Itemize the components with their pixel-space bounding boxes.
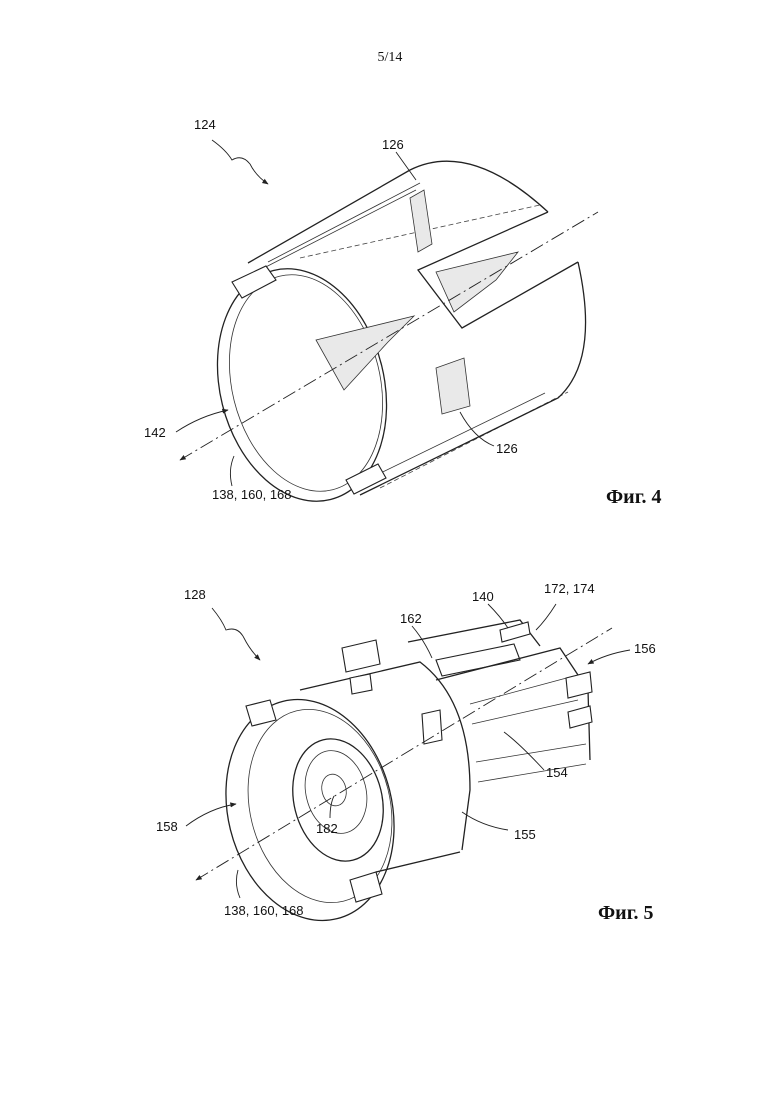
ref-label-156: 156 (634, 642, 656, 655)
ref-label-154: 154 (546, 766, 568, 779)
ref-label-142: 142 (144, 426, 166, 439)
ref-label-172-174: 172, 174 (544, 582, 595, 595)
ref-label-162: 162 (400, 612, 422, 625)
figure-4-drawing (176, 140, 598, 519)
ref-label-140: 140 (472, 590, 494, 603)
ref-label-axis-fig4: 138, 160, 168 (212, 488, 292, 501)
ref-label-axis-fig5: 138, 160, 168 (224, 904, 304, 917)
ref-label-182: 182 (316, 822, 338, 835)
ref-label-124: 124 (194, 118, 216, 131)
figure-5-caption: Фиг. 5 (598, 902, 654, 925)
ref-label-128: 128 (184, 588, 206, 601)
figure-4-caption: Фиг. 4 (606, 486, 662, 509)
ref-label-126-bottom: 126 (496, 442, 518, 455)
ref-label-155: 155 (514, 828, 536, 841)
ref-label-126-top: 126 (382, 138, 404, 151)
ref-label-158: 158 (156, 820, 178, 833)
